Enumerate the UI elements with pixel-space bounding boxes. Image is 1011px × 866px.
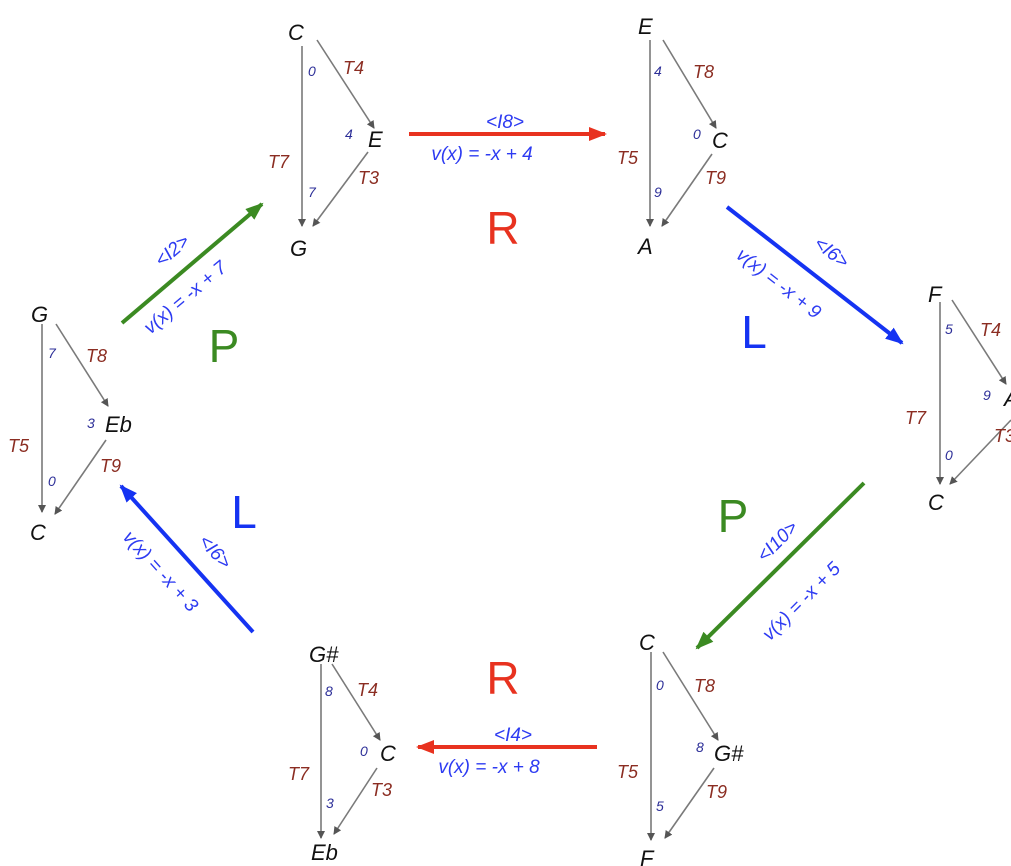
note-mid: E [368, 127, 383, 152]
t-label-mid-bot: T9 [706, 782, 727, 802]
num-top-mid: 0 [693, 126, 701, 142]
note-mid: G# [714, 741, 744, 766]
inversion-label: <I10> [753, 517, 802, 566]
t-label-left: T5 [8, 436, 30, 456]
note-top: E [638, 14, 653, 39]
t-label-top-mid: T8 [86, 346, 107, 366]
transform-upper-left-p: <I2> v(x) = -x + 7 P [120, 202, 264, 372]
note-mid: C [712, 128, 728, 153]
note-bot: C [928, 490, 944, 515]
num-mid-bot: 0 [945, 447, 953, 463]
op-label-l: L [741, 306, 767, 358]
edge-top-mid [662, 39, 717, 129]
num-top-bot: 7 [48, 345, 57, 361]
op-label-r: R [486, 202, 519, 254]
transform-top-r: <I8> v(x) = -x + 4 R [409, 112, 607, 254]
triad-e-c-a: E C A 4 0 9 T5 T8 T9 [617, 14, 728, 259]
inversion-label: <I6> [810, 233, 853, 273]
note-top: C [639, 630, 655, 655]
note-bot: C [30, 520, 46, 545]
num-top-bot: 0 [308, 63, 316, 79]
num-top-mid: 3 [87, 415, 95, 431]
arrow-l-lower-left [119, 484, 255, 634]
t-label-top-mid: T4 [343, 58, 364, 78]
edge-top-mid [316, 39, 375, 129]
num-top-bot: 5 [945, 321, 953, 337]
note-mid: A [1002, 386, 1011, 411]
function-label: v(x) = -x + 5 [759, 558, 846, 645]
edge-top-mid [331, 663, 381, 741]
t-label-top-mid: T4 [357, 680, 378, 700]
triad-c-e-g: C E G 0 4 7 T7 T4 T3 [268, 20, 383, 261]
note-top: C [288, 20, 304, 45]
op-label-l: L [231, 486, 257, 538]
t-label-left: T5 [617, 148, 639, 168]
inversion-label: <I6> [194, 531, 235, 573]
triad-gsharp-c-eb: G# C Eb 8 0 3 T7 T4 T3 [288, 642, 396, 865]
inversion-label: <I4> [494, 725, 532, 746]
edge-mid-bot [333, 767, 378, 835]
note-bot: F [640, 846, 655, 866]
arrow-p-upper-left [120, 202, 264, 325]
edge-mid-bot [54, 439, 107, 515]
num-top-mid: 9 [983, 387, 991, 403]
t-label-left: T7 [288, 764, 310, 784]
t-label-mid-bot: T3 [371, 780, 392, 800]
note-bot: Eb [311, 840, 338, 865]
t-label-mid-bot: T9 [705, 168, 726, 188]
note-bot: G [290, 236, 307, 261]
num-top-bot: 4 [654, 63, 662, 79]
note-top: G [31, 302, 48, 327]
t-label-top-mid: T8 [694, 676, 715, 696]
transform-upper-right-l: <I6> v(x) = -x + 9 L [725, 205, 904, 358]
transform-lower-left-l: <I6> v(x) = -x + 3 L [118, 484, 257, 634]
edge-top-mid [55, 323, 109, 407]
arrow-l-upper-right [725, 205, 904, 345]
num-mid-bot: 3 [326, 795, 334, 811]
function-label: v(x) = -x + 4 [431, 144, 532, 165]
op-label-p: P [718, 490, 749, 542]
num-top-bot: 8 [325, 683, 333, 699]
inversion-label: <I8> [486, 112, 524, 133]
num-mid-bot: 9 [654, 184, 662, 200]
edge-top-mid [951, 299, 1007, 385]
num-top-bot: 0 [656, 677, 664, 693]
t-label-top-mid: T8 [693, 62, 714, 82]
edge-mid-bot [661, 153, 713, 227]
transform-bottom-r: <I4> v(x) = -x + 8 R [416, 652, 597, 778]
transform-lower-right-p: <I10> v(x) = -x + 5 P [695, 481, 866, 650]
t-label-top-mid: T4 [980, 320, 1001, 340]
function-label: v(x) = -x + 3 [118, 527, 202, 617]
triad-c-gsharp-f: C G# F 0 8 5 T5 T8 T9 [617, 630, 744, 866]
t-label-left: T7 [268, 152, 290, 172]
edge-top-mid [662, 651, 719, 741]
op-label-r: R [486, 652, 519, 704]
note-top: F [928, 282, 943, 307]
note-bot: A [636, 234, 653, 259]
arrow-p-lower-right [695, 481, 866, 650]
triad-g-eb-c: G Eb C 7 3 0 T5 T8 T9 [8, 302, 132, 545]
op-label-p: P [209, 320, 240, 372]
num-top-mid: 8 [696, 739, 704, 755]
t-label-left: T5 [617, 762, 639, 782]
num-top-mid: 4 [345, 126, 353, 142]
t-label-left: T7 [905, 408, 927, 428]
edge-mid-bot [949, 419, 1011, 485]
t-label-mid-bot: T9 [100, 456, 121, 476]
num-top-mid: 0 [360, 743, 368, 759]
t-label-mid-bot: T3 [358, 168, 379, 188]
note-mid: Eb [105, 412, 132, 437]
note-top: G# [309, 642, 339, 667]
num-mid-bot: 0 [48, 473, 56, 489]
num-mid-bot: 7 [308, 184, 317, 200]
edge-mid-bot [664, 767, 715, 839]
edge-mid-bot [312, 151, 369, 227]
num-mid-bot: 5 [656, 798, 664, 814]
function-label: v(x) = -x + 8 [438, 757, 540, 778]
t-label-mid-bot: T3 [994, 426, 1011, 446]
triad-f-a-c: F A C 5 9 0 T7 T4 T3 [905, 282, 1011, 515]
note-mid: C [380, 741, 396, 766]
